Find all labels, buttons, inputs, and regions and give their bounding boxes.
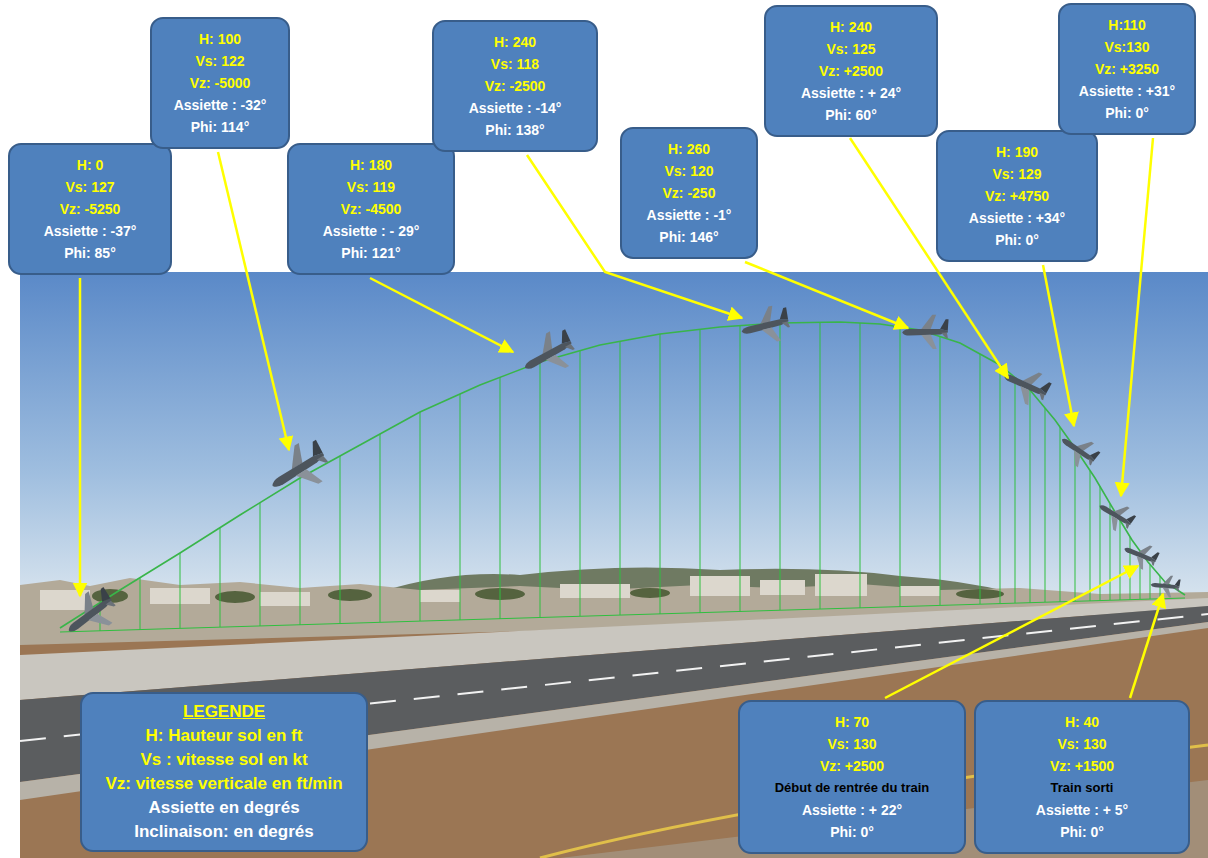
flight-value: Phi: 121°	[297, 242, 445, 264]
aircraft	[515, 324, 581, 385]
legend-box: LEGENDEH: Hauteur sol en ftVs : vitesse …	[80, 692, 368, 852]
flight-value: H: 0	[18, 154, 162, 176]
legend-text: Vs : vitesse sol en kt	[94, 748, 354, 772]
flight-value: H: 240	[442, 31, 588, 53]
flight-value: Vz: +2500	[774, 60, 928, 82]
callout-box: H: 0Vs: 127Vz: -5250Assiette : -37°Phi: …	[8, 143, 172, 275]
leader-arrow	[885, 566, 1138, 698]
flight-value: Vs: 125	[774, 38, 928, 60]
leader-arrow	[745, 262, 908, 328]
flight-value: Assiette : - 29°	[297, 220, 445, 242]
leader-arrow	[1130, 594, 1163, 698]
callout-box: H: 70Vs: 130Vz: +2500Début de rentrée du…	[738, 700, 966, 854]
flight-value: H: 180	[297, 154, 445, 176]
flight-value: Phi: 0°	[984, 821, 1180, 843]
flight-value: Assiette : +31°	[1068, 80, 1186, 102]
flight-value: Vs: 120	[630, 160, 748, 182]
flight-value: Vz: -250	[630, 182, 748, 204]
legend-text: Assiette en degrés	[94, 796, 354, 820]
flight-value: Assiette : -1°	[630, 204, 748, 226]
flight-value: Assiette : + 5°	[984, 799, 1180, 821]
flight-value: H: 40	[984, 711, 1180, 733]
flight-value: Vs: 119	[297, 176, 445, 198]
flight-value: Vz: -4500	[297, 198, 445, 220]
aircraft	[261, 434, 337, 505]
leader-arrow	[218, 152, 289, 450]
callout-box: H: 260Vs: 120Vz: -250Assiette : -1°Phi: …	[620, 127, 758, 259]
leader-arrow	[1043, 265, 1074, 426]
flight-value: Vz: -5250	[18, 198, 162, 220]
legend-text: Inclinaison: en degrés	[94, 820, 354, 844]
callout-box: H:110Vs:130Vz: +3250Assiette : +31°Phi: …	[1058, 3, 1196, 135]
flight-value: Phi: 114°	[160, 116, 280, 138]
flight-value: Assiette : -14°	[442, 97, 588, 119]
aircraft	[737, 302, 793, 349]
flight-value: Assiette : -32°	[160, 94, 280, 116]
flight-value: Vs: 118	[442, 53, 588, 75]
aircraft	[1150, 574, 1181, 598]
flight-value: H: 70	[748, 711, 956, 733]
aircraft	[997, 360, 1053, 410]
aircraft	[57, 583, 124, 647]
flight-value: Vs: 127	[18, 176, 162, 198]
leader-arrow	[79, 278, 82, 596]
aircraft	[1054, 427, 1103, 473]
flight-value: H: 100	[160, 28, 280, 50]
aircraft	[902, 314, 949, 349]
flight-value: Vz: +2500	[748, 755, 956, 777]
flight-value: Phi: 138°	[442, 119, 588, 141]
flight-value: Train sorti	[984, 777, 1180, 799]
flight-value: Assiette : + 22°	[748, 799, 956, 821]
callout-box: H: 40Vs: 130Vz: +1500Train sortiAssiette…	[974, 700, 1190, 854]
flight-value: Vz: +4750	[946, 185, 1088, 207]
flight-value: Phi: 146°	[630, 226, 748, 248]
ground-reference	[60, 598, 1185, 632]
flight-value: Phi: 60°	[774, 104, 928, 126]
flight-value: Vz: +3250	[1068, 58, 1186, 80]
flight-value: Vs:130	[1068, 36, 1186, 58]
flight-value: H:110	[1068, 14, 1186, 36]
flight-value: Assiette : -37°	[18, 220, 162, 242]
callout-box: H: 240Vs: 125Vz: +2500Assiette : + 24°Ph…	[764, 5, 938, 137]
flight-value: Phi: 85°	[18, 242, 162, 264]
trees	[92, 588, 1004, 603]
flight-value: Vs: 129	[946, 163, 1088, 185]
callout-box: H: 100Vs: 122Vz: -5000Assiette : -32°Phi…	[150, 17, 290, 149]
aircraft	[1093, 494, 1138, 536]
flight-value: Vs: 130	[984, 733, 1180, 755]
buildings	[40, 574, 940, 610]
flight-value: Assiette : + 24°	[774, 82, 928, 104]
flight-value: Phi: 0°	[748, 821, 956, 843]
flight-value: Vz: +1500	[984, 755, 1180, 777]
flight-value: Début de rentrée du train	[748, 777, 956, 799]
flight-value: Vz: -5000	[160, 72, 280, 94]
legend-text: LEGENDE	[94, 700, 354, 724]
callout-box: H: 180Vs: 119Vz: -4500Assiette : - 29°Ph…	[287, 143, 455, 275]
leader-arrow	[370, 278, 513, 352]
flight-value: Assiette : +34°	[946, 207, 1088, 229]
callout-box: H: 240Vs: 118Vz: -2500Assiette : -14°Phi…	[432, 20, 598, 152]
legend-text: Vz: vitesse verticale en ft/min	[94, 772, 354, 796]
leader-arrow	[1121, 138, 1153, 496]
flight-value: Vs: 122	[160, 50, 280, 72]
flight-value: H: 240	[774, 16, 928, 38]
callout-box: H: 190Vs: 129Vz: +4750Assiette : +34°Phi…	[936, 130, 1098, 262]
aircraft	[1120, 537, 1161, 573]
flight-value: Phi: 0°	[1068, 102, 1186, 124]
flight-value: Phi: 0°	[946, 229, 1088, 251]
flight-value: Vs: 130	[748, 733, 956, 755]
flight-value: Vz: -2500	[442, 75, 588, 97]
flight-value: H: 260	[630, 138, 748, 160]
flight-path	[60, 322, 1185, 628]
flight-value: H: 190	[946, 141, 1088, 163]
legend-text: H: Hauteur sol en ft	[94, 724, 354, 748]
